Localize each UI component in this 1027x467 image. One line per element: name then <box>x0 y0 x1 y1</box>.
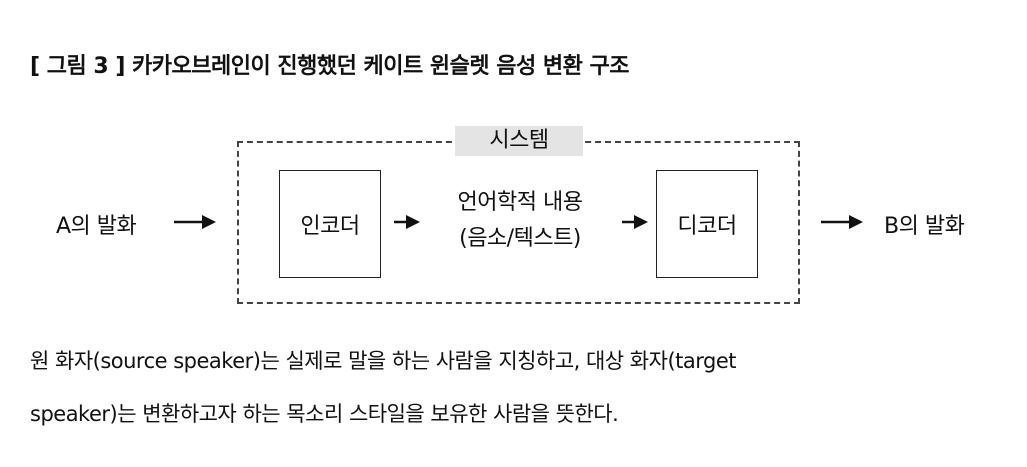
caption-line-2: speaker)는 변환하고자 하는 목소리 스타일을 보유한 사람을 뜻한다. <box>30 402 619 426</box>
caption-line-1: 원 화자(source speaker)는 실제로 말을 하는 사람을 지칭하고… <box>30 349 736 373</box>
content-line-2: (음소/텍스트) <box>459 226 581 251</box>
arrow-source-to-encoder <box>174 215 216 229</box>
arrow-content-to-decoder <box>622 215 648 229</box>
source-speech-label: A의 발화 <box>56 214 137 239</box>
system-label: 시스템 <box>455 126 583 156</box>
decoder-label: 디코더 <box>677 214 737 239</box>
figure-title: [ 그림 3 ] 카카오브레인이 진행했던 케이트 윈슬렛 음성 변환 구조 <box>30 54 630 79</box>
linguistic-content: 언어학적 내용 (음소/텍스트) <box>420 185 620 257</box>
decoder-box: 디코더 <box>656 170 758 278</box>
encoder-box: 인코더 <box>279 170 381 278</box>
arrow-decoder-to-target <box>821 215 863 229</box>
target-speech-label: B의 발화 <box>884 214 965 239</box>
content-line-1: 언어학적 내용 <box>457 190 583 215</box>
encoder-label: 인코더 <box>300 214 360 239</box>
arrow-encoder-to-content <box>394 215 420 229</box>
